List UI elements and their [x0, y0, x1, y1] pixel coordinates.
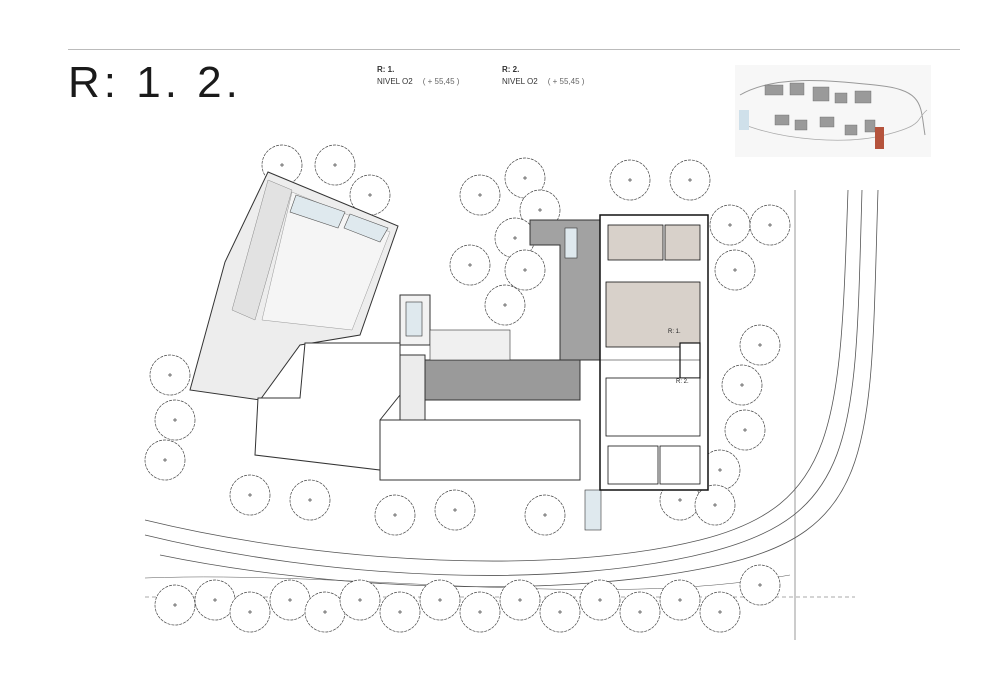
tree-center-mark	[718, 468, 722, 472]
roads	[144, 189, 879, 640]
tree-center-mark	[173, 418, 177, 422]
unit-name: R: 2.	[502, 65, 520, 74]
plan-unit-label-r2: R: 2.	[676, 379, 689, 385]
tree-center-mark	[468, 263, 472, 267]
tree-center-mark	[758, 583, 762, 587]
tree-center-mark	[368, 193, 372, 197]
tree-center-mark	[628, 178, 632, 182]
tree-center-mark	[678, 498, 682, 502]
tree-center-mark	[248, 493, 252, 497]
unit-legend-r2: R: 2. NIVEL O2 ( + 55,45 )	[502, 64, 584, 88]
tree-center-mark	[438, 598, 442, 602]
tree-center-mark	[288, 598, 292, 602]
tree-center-mark	[733, 268, 737, 272]
middle-terraces	[254, 219, 602, 531]
tree-center-mark	[543, 513, 547, 517]
tree-center-mark	[478, 610, 482, 614]
tree-center-mark	[718, 610, 722, 614]
unit-name: R: 1.	[377, 65, 395, 74]
tree-center-mark	[173, 603, 177, 607]
trees	[144, 144, 791, 633]
tree-center-mark	[358, 598, 362, 602]
tree-center-mark	[558, 610, 562, 614]
tree-center-mark	[333, 163, 337, 167]
tree-center-mark	[538, 208, 542, 212]
tree-center-mark	[213, 598, 217, 602]
unit-level: NIVEL O2	[502, 77, 538, 86]
tree-center-mark	[163, 458, 167, 462]
tree-center-mark	[638, 610, 642, 614]
tree-center-mark	[478, 193, 482, 197]
header-divider	[68, 49, 960, 50]
tree-center-mark	[503, 303, 507, 307]
tree-center-mark	[758, 343, 762, 347]
left-building	[189, 171, 399, 401]
tree-center-mark	[743, 428, 747, 432]
unit-legend-r1: R: 1. NIVEL O2 ( + 55,45 )	[377, 64, 459, 88]
unit-level: NIVEL O2	[377, 77, 413, 86]
tree-center-mark	[393, 513, 397, 517]
site-key-map	[735, 65, 931, 157]
tree-center-mark	[523, 268, 527, 272]
tree-center-mark	[713, 503, 717, 507]
tree-center-mark	[740, 383, 744, 387]
unit-elevation: ( + 55,45 )	[422, 77, 460, 86]
tree-center-mark	[248, 610, 252, 614]
tree-center-mark	[323, 610, 327, 614]
tree-center-mark	[398, 610, 402, 614]
unit-elevation: ( + 55,45 )	[547, 77, 585, 86]
page-title: R: 1. 2.	[68, 58, 242, 107]
tree-center-mark	[280, 163, 284, 167]
tree-center-mark	[598, 598, 602, 602]
tree-center-mark	[728, 223, 732, 227]
plan-unit-label-r1: R: 1.	[668, 329, 681, 335]
residential-block	[599, 214, 709, 491]
current-unit-highlight	[875, 127, 884, 149]
tree-center-mark	[453, 508, 457, 512]
tree-center-mark	[308, 498, 312, 502]
tree-center-mark	[688, 178, 692, 182]
tree-center-mark	[168, 373, 172, 377]
tree-center-mark	[678, 598, 682, 602]
tree-center-mark	[768, 223, 772, 227]
tree-center-mark	[518, 598, 522, 602]
tree-center-mark	[513, 236, 517, 240]
tree-center-mark	[523, 176, 527, 180]
